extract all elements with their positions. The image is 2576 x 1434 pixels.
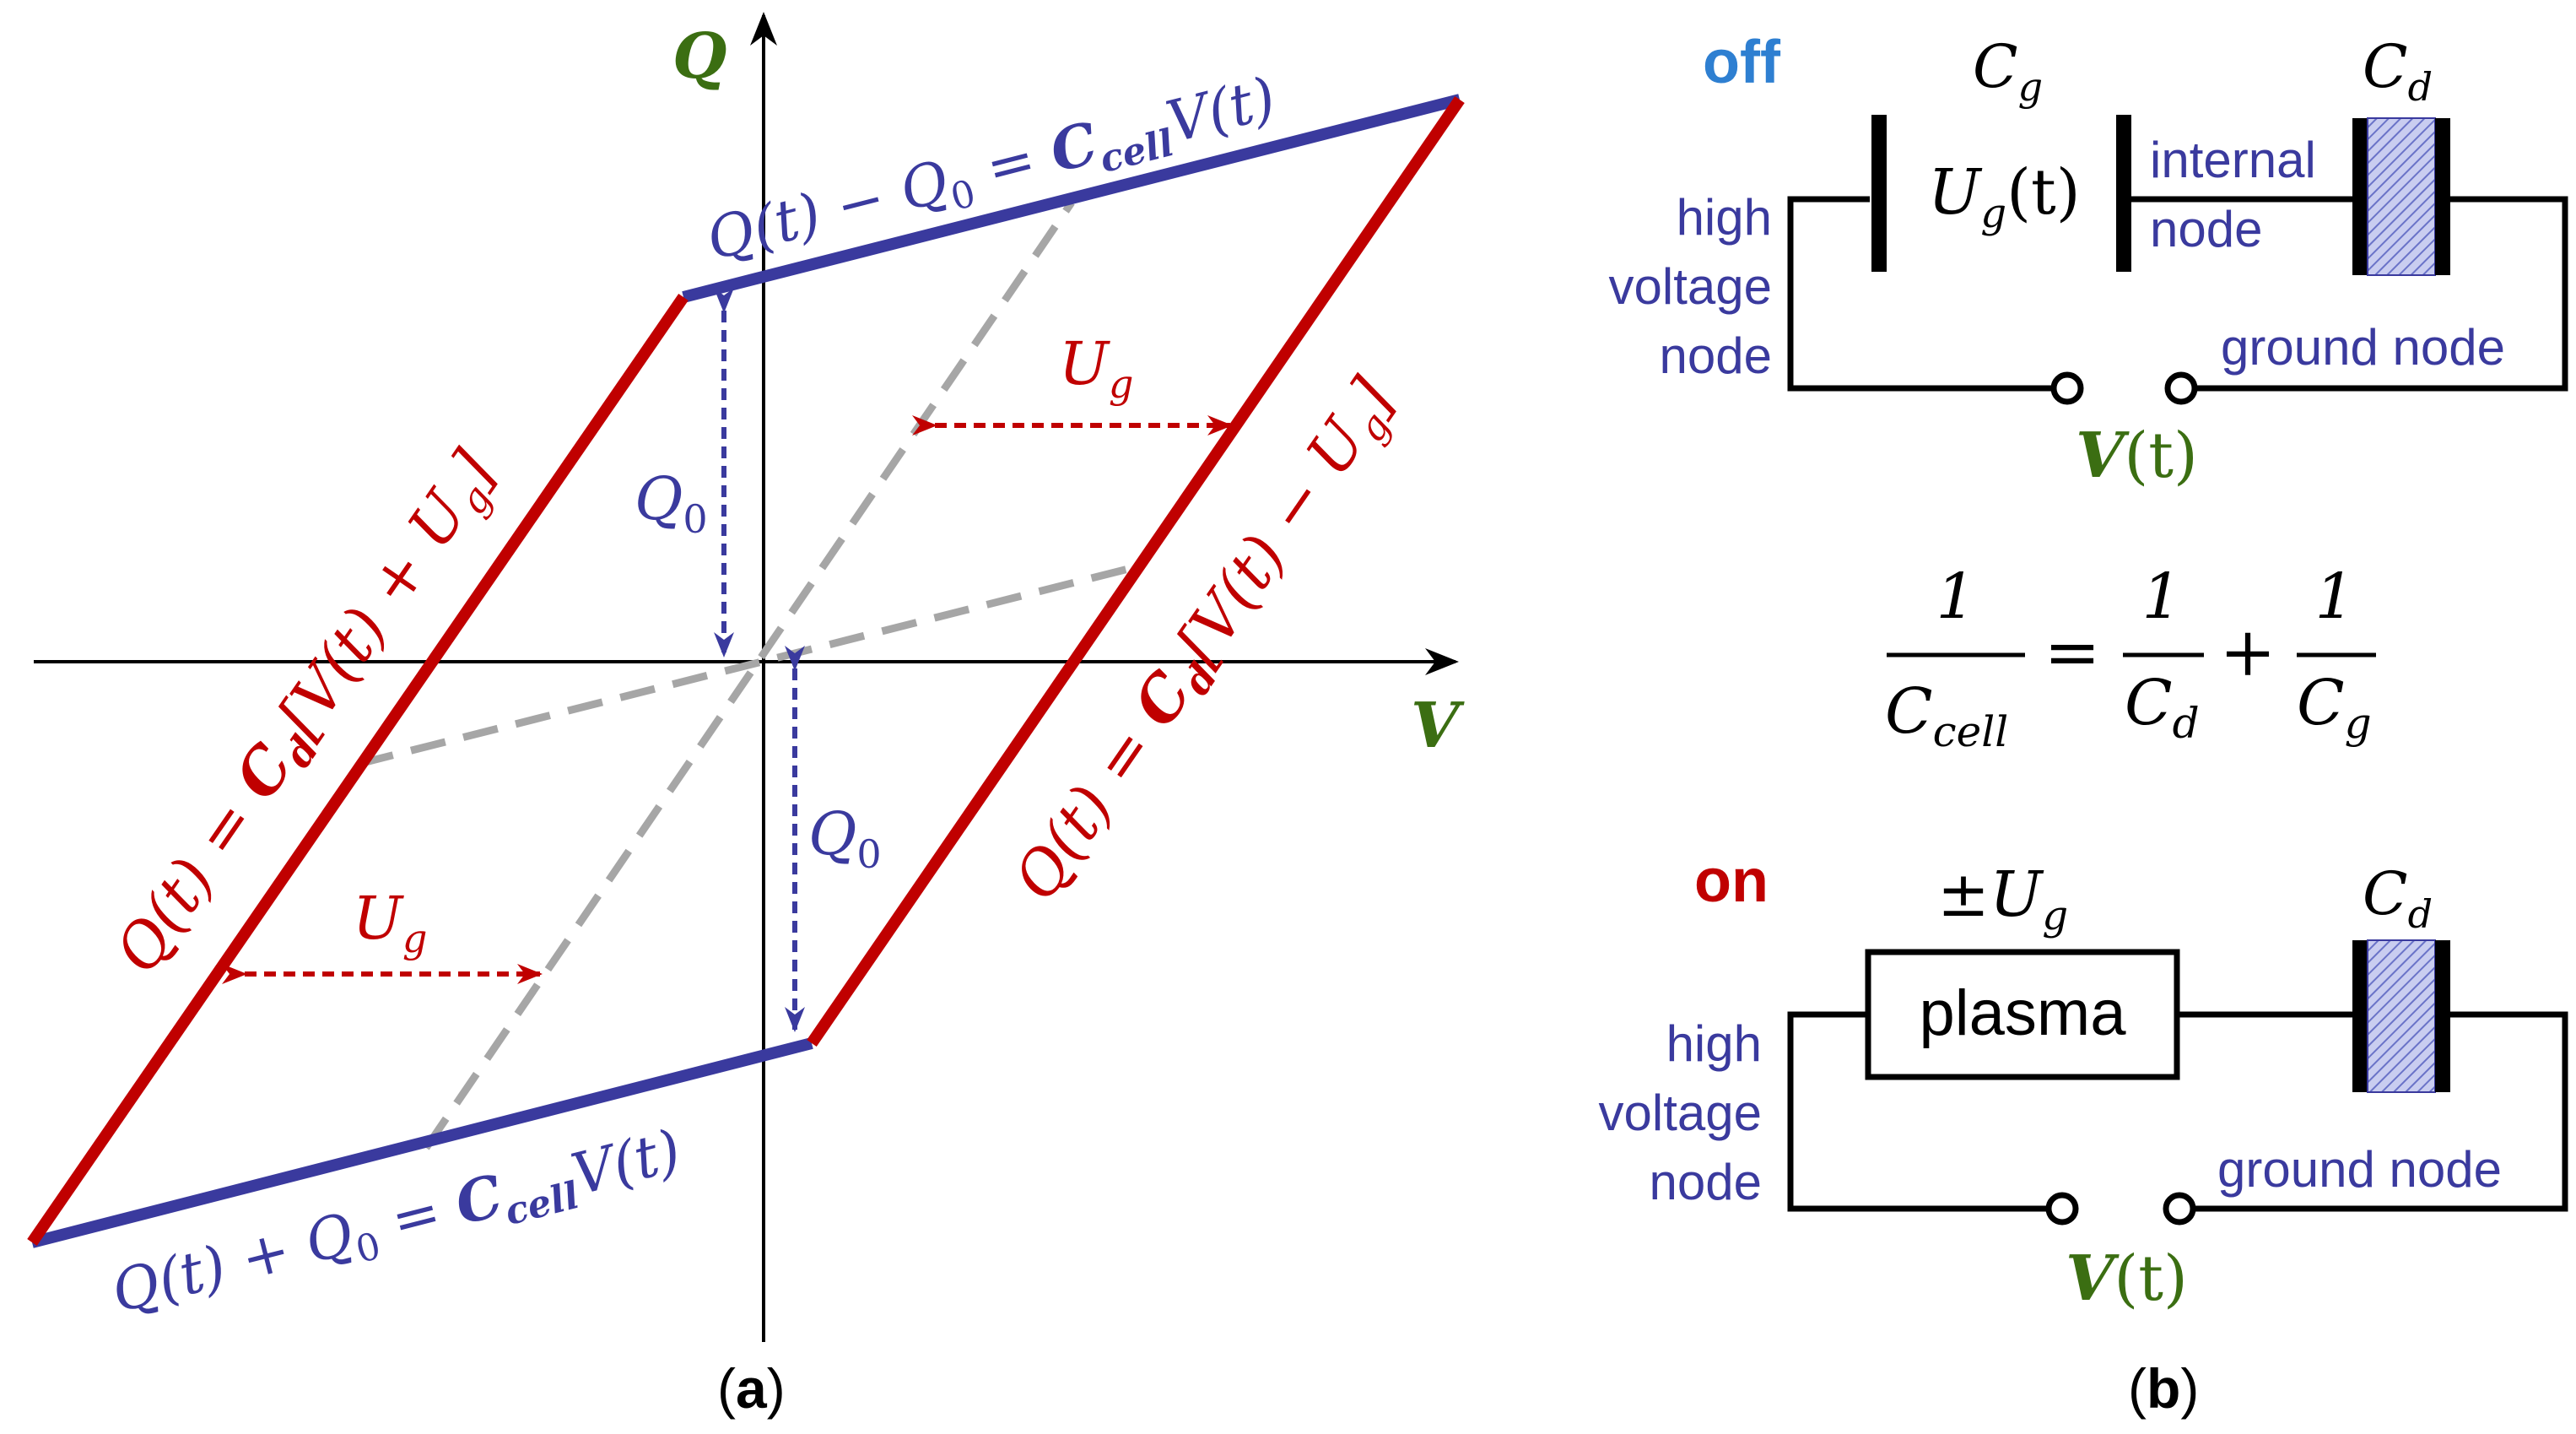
ug-upper-label: Ug (1059, 329, 1133, 407)
cd-plate-right-off (2435, 118, 2450, 275)
capacitance-formula: 1 Ccell = 1 Cd + 1 Cg (1885, 560, 2376, 756)
circuit-wires-off (1787, 196, 2568, 392)
hv-label-off-2: voltage (1609, 258, 1772, 315)
terminal-left-on (2045, 1192, 2079, 1226)
formula-one-left: 1 (1936, 560, 1975, 633)
q-axis-label: Q (672, 20, 726, 93)
formula-equals: = (2044, 613, 2100, 691)
ground-label-off: ground node (2221, 319, 2505, 376)
plasma-label: plasma (1920, 977, 2127, 1049)
right-equation: Q(t) = Cd[V(t) − Ug] (999, 365, 1413, 917)
vt-label-on: V(t) (2066, 1242, 2188, 1315)
ug-lower-label: Ug (353, 884, 427, 961)
panel-a: Q V Q0 Q0 Ug Ug Q(t) − Q0 = CcellV(t) Q(… (27, 12, 1465, 1420)
cg-plate-left (1871, 115, 1887, 272)
gray-dashed-line (357, 563, 1137, 768)
internal-node-label: node (2150, 201, 2262, 257)
vt-label-off: V(t) (2076, 419, 2198, 492)
formula-ccell: Ccell (1885, 675, 2008, 756)
cd-label-off: Cd (2363, 32, 2433, 110)
gray-dashed-line (423, 200, 1075, 1150)
formula-one-mid: 1 (2141, 560, 2181, 633)
on-circuit: on ±Ug Cd plasma high voltage node groun… (1599, 847, 2568, 1315)
caption-b: (b) (2128, 1357, 2199, 1420)
q0-lower-label: Q0 (808, 799, 882, 877)
cg-plate-right (2116, 115, 2131, 272)
terminal-left-off (2050, 371, 2084, 405)
hv-label-off-3: node (1660, 327, 1772, 384)
left-equation: Q(t) = Cd[V(t) + Ug] (100, 437, 515, 989)
cd-plate-left-on (2352, 940, 2368, 1092)
q0-upper-label: Q0 (635, 464, 708, 542)
v-axis-label: V (1411, 690, 1465, 762)
cd-plate-right-on (2435, 940, 2450, 1092)
right-red-line (807, 96, 1465, 1047)
top-blue-line (682, 94, 1461, 303)
cd-dielectric-on (2367, 939, 2436, 1093)
pm-ug-label: ±Ug (1937, 858, 2068, 939)
panel-b: off Cg Cd Ug(t) internal node high volta… (1599, 29, 2568, 1420)
formula-plus: + (2219, 613, 2276, 691)
formula-cd: Cd (2125, 667, 2200, 748)
on-title: on (1694, 847, 1769, 915)
off-title: off (1703, 29, 1781, 96)
ug-t-label: Ug(t) (1928, 156, 2081, 237)
cg-label: Cg (1973, 32, 2043, 110)
hv-label-on-2: voltage (1599, 1085, 1762, 1141)
formula-cg: Cg (2297, 667, 2372, 748)
terminal-right-off (2164, 371, 2198, 405)
hv-label-on-3: node (1650, 1154, 1762, 1210)
ground-label-on: ground node (2217, 1141, 2502, 1198)
formula-one-right: 1 (2314, 560, 2354, 633)
bottom-blue-line (30, 1037, 813, 1248)
left-red-line (27, 294, 689, 1246)
caption-a: (a) (717, 1357, 786, 1420)
circuit-wires-on (1787, 1011, 2568, 1212)
hv-label-on-1: high (1666, 1015, 1762, 1072)
off-circuit: off Cg Cd Ug(t) internal node high volta… (1609, 29, 2568, 492)
cd-plate-left-off (2352, 118, 2368, 275)
hv-label-off-1: high (1677, 189, 1772, 246)
terminal-right-on (2163, 1192, 2196, 1226)
cd-dielectric-off (2367, 117, 2436, 276)
cd-label-on: Cd (2363, 859, 2433, 937)
plasma-box (1865, 949, 2180, 1080)
internal-label: internal (2150, 132, 2316, 188)
